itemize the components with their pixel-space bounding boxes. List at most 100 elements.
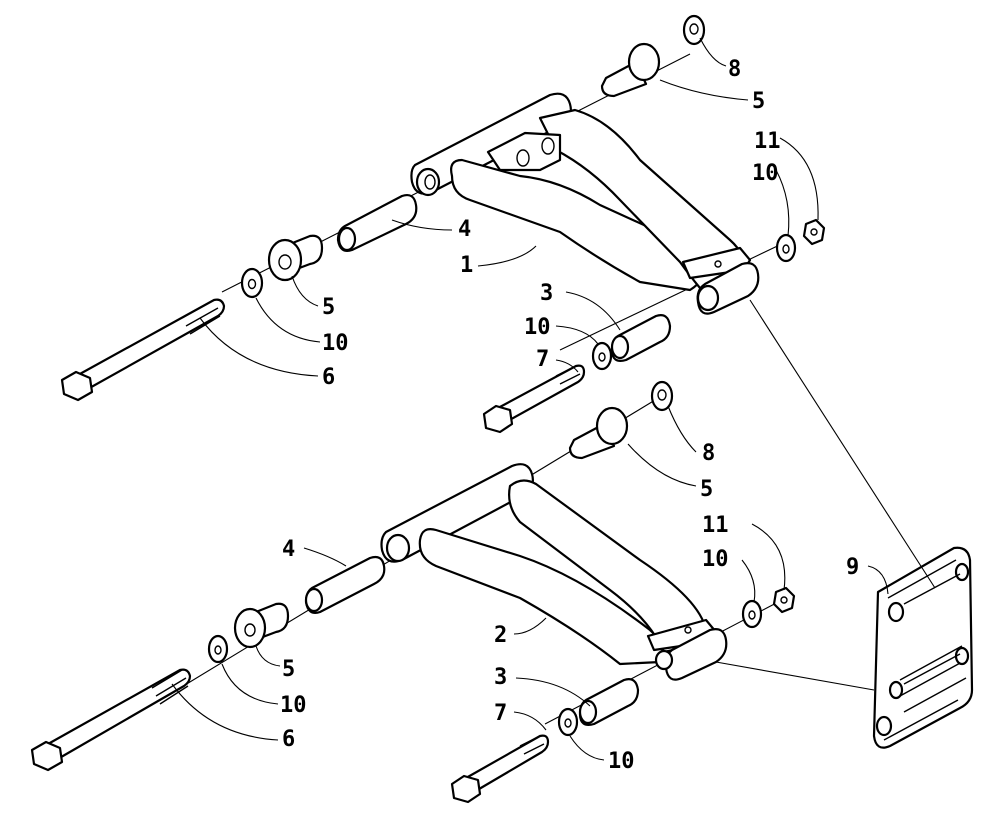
leader-10-lower-front (221, 663, 279, 705)
washer-lower-front-hole (214, 645, 222, 655)
mounting-bracket-hole-2 (954, 562, 970, 582)
mounting-bracket-hole-4 (954, 646, 970, 666)
nut-lower-hole (780, 596, 788, 604)
leader-1 (477, 245, 537, 267)
callout-8-lower: 8 (702, 441, 715, 466)
callout-5-lower-front: 5 (282, 657, 295, 682)
callout-4-upper: 4 (458, 217, 471, 242)
leader-7-lower (513, 711, 547, 731)
short-bolt-upper (482, 364, 586, 434)
mounting-bracket-hole-3 (888, 680, 904, 700)
a-arm-upper-rear-bore (696, 284, 720, 312)
bushing-lower-front (233, 602, 290, 649)
callout-3-lower: 3 (494, 665, 507, 690)
lower-to-bracket-line (715, 661, 875, 691)
callout-10-lower-rear: 10 (702, 547, 729, 572)
mounting-bracket-bore-line-1 (903, 573, 961, 605)
long-bolt-lower-thread (151, 669, 189, 705)
lower-a-arm-assembly (30, 380, 796, 804)
a-arm-lower-rear-bore (654, 649, 674, 671)
washer-lower-rear-low-hole (564, 718, 572, 728)
bushing-upper-front-flange (267, 238, 303, 282)
leader-lines (171, 37, 889, 761)
leader-8-upper (699, 37, 727, 67)
callout-10-lower-rear-low: 10 (608, 749, 635, 774)
nut-upper-hole (810, 228, 818, 236)
bushing-upper-front-hole (278, 254, 292, 270)
leader-3-upper (565, 291, 621, 331)
long-bolt-lower-head (30, 740, 64, 772)
upper-rear-axis (559, 239, 791, 351)
washer-lower-rear-body (741, 599, 763, 629)
bushing-lower-front-flange (233, 607, 267, 649)
cap-upper (682, 14, 706, 46)
nut-lower (772, 586, 796, 614)
sleeve-upper-rear (610, 314, 672, 362)
leader-10-upper-front (255, 297, 321, 343)
callout-3-upper: 3 (540, 281, 553, 306)
leader-4-lower (303, 547, 347, 567)
washer-upper-front-hole (247, 278, 257, 290)
sleeve-lower-end (304, 587, 324, 613)
callout-6-upper: 6 (322, 365, 335, 390)
mounting-bracket-edges (883, 559, 959, 741)
callout-4-lower: 4 (282, 537, 295, 562)
washer-lower-front (207, 634, 229, 664)
sleeve-lower-rear-end (578, 699, 598, 725)
callout-7-lower: 7 (494, 701, 507, 726)
cap-lower (650, 380, 674, 412)
a-arm-upper-front-bore-inner (424, 174, 436, 190)
callout-9: 9 (846, 555, 859, 580)
callout-10-upper-front: 10 (322, 331, 349, 356)
leader-11-upper (779, 137, 819, 221)
mounting-bracket-bore-line-2 (903, 653, 961, 685)
cap-upper-face (689, 23, 699, 35)
washer-upper-rear-low (591, 341, 613, 371)
leader-10-lower-rear (741, 559, 756, 603)
sleeve-upper (336, 193, 418, 252)
leader-8-lower (667, 405, 697, 453)
callout-5-lower-rear: 5 (700, 477, 713, 502)
mounting-bracket (872, 546, 974, 749)
leader-10-upper-rear (775, 169, 790, 237)
mounting-bracket-hole-5 (875, 715, 893, 737)
bushing-lower-rear-flange (595, 406, 629, 446)
callout-11-upper: 11 (754, 129, 781, 154)
washer-upper-front-body (240, 267, 264, 299)
cap-upper-body (682, 14, 706, 46)
long-bolt-upper-shank (76, 298, 226, 392)
leader-2 (513, 617, 547, 635)
callout-10-lower-front: 10 (280, 693, 307, 718)
washer-upper-rear-hole (782, 244, 790, 254)
long-bolt-lower (30, 668, 192, 772)
sleeve-upper-rear-end (610, 334, 630, 360)
callout-6-lower: 6 (282, 727, 295, 752)
a-arm-lower (380, 463, 728, 681)
bushing-lower-rear (568, 406, 629, 460)
leader-5-upper-rear (659, 79, 749, 101)
washer-upper-rear (775, 233, 797, 263)
leader-10-lower-rear-low (569, 735, 605, 761)
leader-6-lower (171, 683, 279, 741)
upper-a-arm-assembly (60, 14, 826, 434)
leader-7-upper (555, 359, 579, 373)
leader-9 (867, 565, 889, 595)
callout-2: 2 (494, 623, 507, 648)
long-bolt-lower-shank (46, 668, 192, 762)
leader-10-upper-rear-low (555, 325, 599, 345)
long-bolt-upper (60, 298, 226, 402)
a-arm-lower-front-bore (385, 533, 411, 563)
washer-lower-rear-hole (748, 610, 756, 620)
short-bolt-lower-thread (519, 735, 545, 755)
callout-11-lower: 11 (702, 513, 729, 538)
leader-5-lower-rear (627, 443, 697, 487)
short-bolt-upper-shank (496, 364, 586, 424)
nut-upper (802, 218, 826, 246)
bushing-upper-front (267, 234, 324, 282)
leader-5-upper-front (291, 275, 319, 307)
leader-5-lower-front (255, 645, 281, 667)
short-bolt-lower (450, 734, 550, 804)
mounting-bracket-hole-1 (887, 601, 905, 623)
